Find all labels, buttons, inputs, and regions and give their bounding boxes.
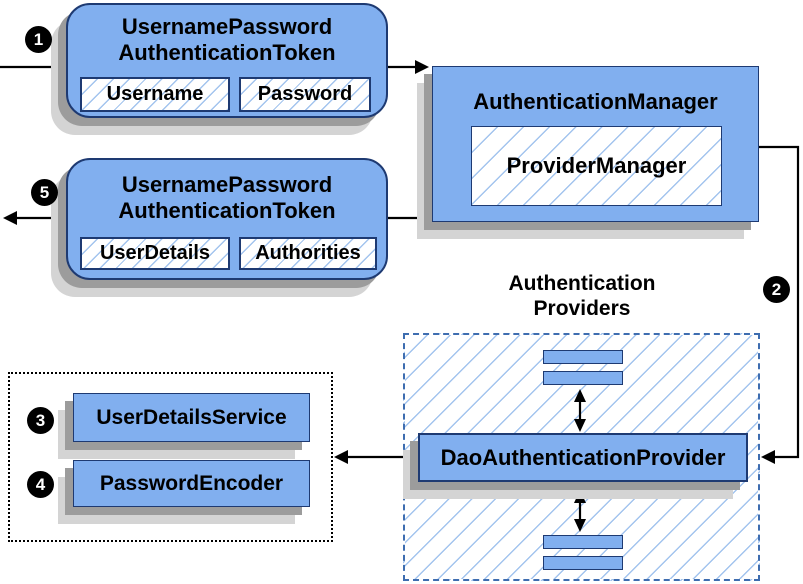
step-4-badge: 4 xyxy=(27,471,54,498)
provider-manager-box: ProviderManager xyxy=(471,126,722,206)
dao-authentication-provider-box: DaoAuthenticationProvider xyxy=(418,433,748,482)
username-field-box: Username xyxy=(80,77,230,112)
request-token-title-line1: UsernamePassword xyxy=(121,14,333,39)
provider-placeholder-bar xyxy=(543,556,623,570)
authentication-manager-title: AuthenticationManager xyxy=(473,89,718,114)
step-1-badge: 1 xyxy=(25,26,52,53)
arrow-manager-to-provider xyxy=(759,145,800,464)
provider-placeholder-bar xyxy=(543,350,623,364)
userdetails-field-box: UserDetails xyxy=(80,237,230,270)
authentication-providers-title: Authentication Providers xyxy=(462,271,702,321)
authentication-manager-box: AuthenticationManager ProviderManager xyxy=(432,66,759,222)
response-token-title-line1: UsernamePassword xyxy=(121,172,333,197)
password-encoder-box: PasswordEncoder xyxy=(73,460,310,507)
authorities-field-box: Authorities xyxy=(239,237,377,270)
provider-placeholder-bar xyxy=(543,535,623,549)
response-token-box: UsernamePassword AuthenticationToken Use… xyxy=(66,158,388,280)
step-5-badge: 5 xyxy=(31,179,58,206)
response-token-title: UsernamePassword AuthenticationToken xyxy=(68,172,386,224)
request-token-title: UsernamePassword AuthenticationToken xyxy=(68,14,386,66)
authentication-providers-title-line1: Authentication xyxy=(508,272,656,295)
authentication-providers-title-line2: Providers xyxy=(533,297,631,320)
provider-placeholder-bar xyxy=(543,371,623,385)
services-container xyxy=(8,372,333,542)
request-token-title-line2: AuthenticationToken xyxy=(118,40,336,65)
step-3-badge: 3 xyxy=(27,407,54,434)
response-token-title-line2: AuthenticationToken xyxy=(118,198,336,223)
step-2-badge: 2 xyxy=(763,276,790,303)
user-details-service-box: UserDetailsService xyxy=(73,393,310,442)
request-token-box: UsernamePassword AuthenticationToken Use… xyxy=(66,3,388,118)
password-field-box: Password xyxy=(239,77,371,112)
